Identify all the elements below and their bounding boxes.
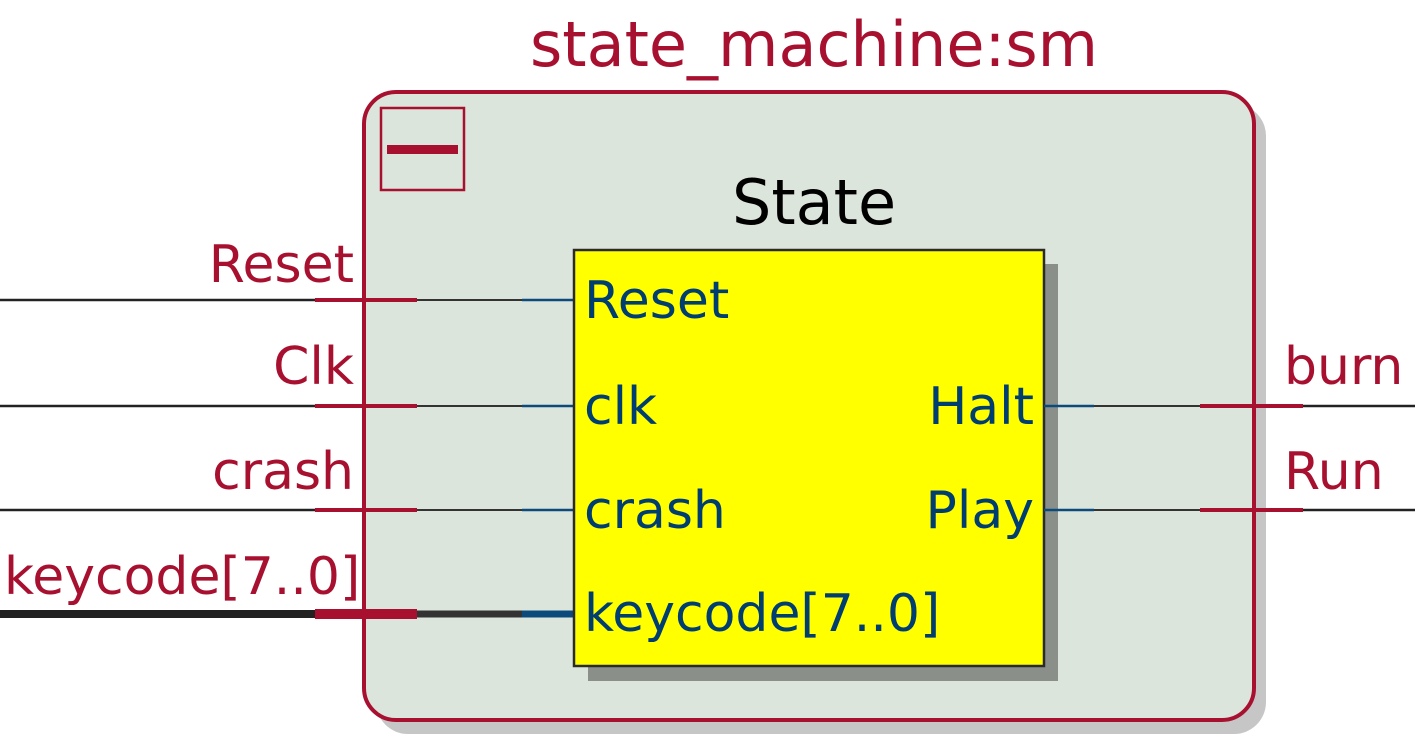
port-label-clk: Clk [273, 337, 354, 397]
port-label-burn: burn [1284, 337, 1404, 397]
module-title: State [732, 166, 897, 239]
pin-label-reset: Reset [584, 271, 730, 331]
pin-label-halt: Halt [928, 377, 1034, 437]
port-label-reset: Reset [208, 235, 354, 295]
port-label-run: Run [1284, 442, 1384, 502]
port-label-keycode: keycode[7..0] [4, 547, 361, 607]
instance-title: state_machine:sm [530, 8, 1099, 81]
pin-label-crash: crash [584, 481, 726, 541]
module-box[interactable] [572, 248, 1046, 668]
pin-label-clk: clk [584, 377, 658, 437]
minus-collapse-icon[interactable] [379, 106, 466, 192]
pin-label-play: Play [925, 481, 1034, 541]
port-label-crash: crash [212, 442, 354, 502]
pin-label-keycode: keycode[7..0] [584, 584, 941, 644]
